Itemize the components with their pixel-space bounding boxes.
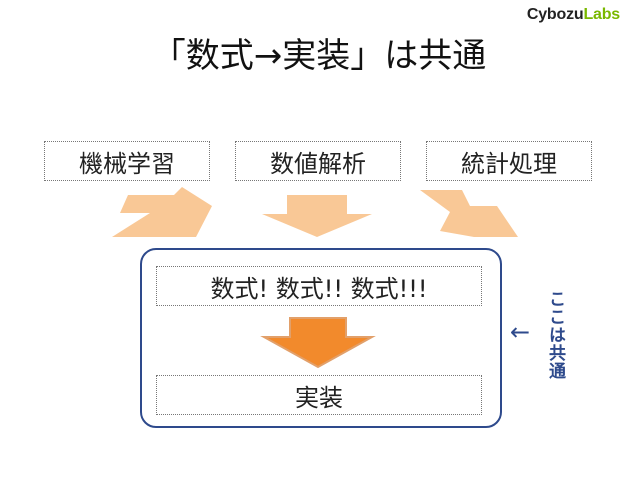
arrow-numerical-analysis xyxy=(262,195,372,237)
field-label: 数値解析 xyxy=(270,149,366,178)
field-box-statistics: 統計処理 xyxy=(426,141,592,181)
field-box-machine-learning: 機械学習 xyxy=(44,141,210,181)
left-arrow-icon: ← xyxy=(510,318,531,346)
arrow-formula-to-implementation xyxy=(260,317,376,369)
field-box-numerical-analysis: 数値解析 xyxy=(235,141,401,181)
logo-accent-text: Labs xyxy=(583,6,620,23)
field-label: 統計処理 xyxy=(461,149,557,178)
implementation-text: 実装 xyxy=(295,383,343,412)
arrow-statistics xyxy=(420,190,518,237)
implementation-box: 実装 xyxy=(156,375,482,415)
field-label: 機械学習 xyxy=(79,149,175,178)
logo-main-text: Cybozu xyxy=(526,6,584,23)
arrow-machine-learning xyxy=(112,187,212,237)
formulas-text: 数式! 数式!! 数式!!! xyxy=(210,274,428,303)
common-note: ここは共通 xyxy=(545,290,565,380)
slide-title: 「数式→実装」は共通 xyxy=(151,36,487,76)
logo: CybozuLabs xyxy=(527,6,620,24)
formulas-box: 数式! 数式!! 数式!!! xyxy=(156,266,482,306)
